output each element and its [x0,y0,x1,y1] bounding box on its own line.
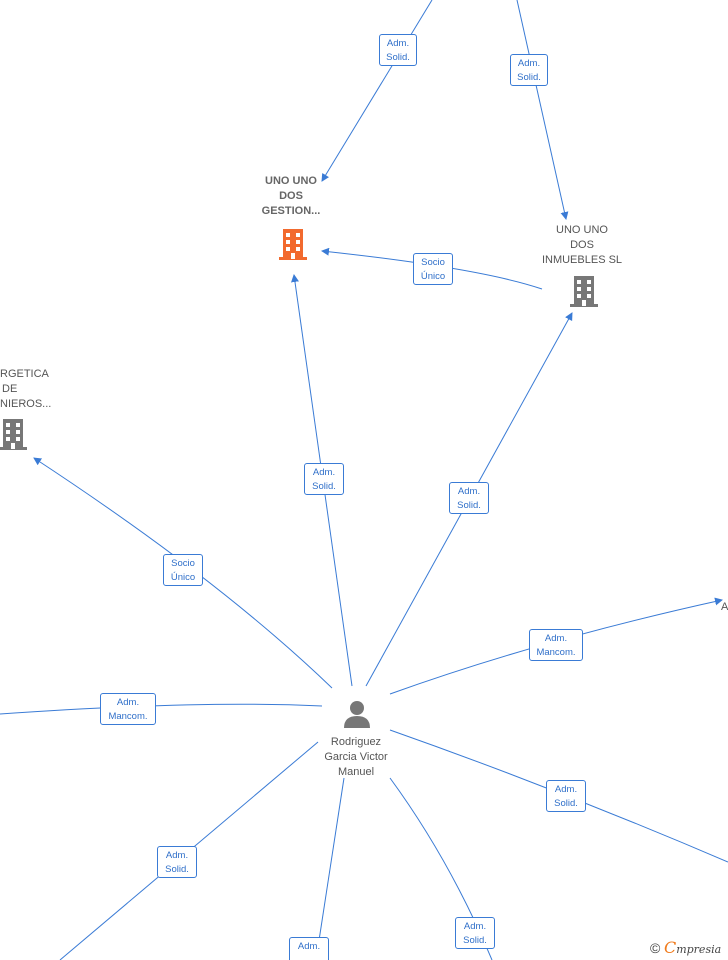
relation-line: Adm. [457,486,481,497]
building-icon[interactable] [0,416,30,452]
relation-badge-top-left[interactable]: Adm. Solid. [379,34,417,66]
brand-logo-initial: C [663,938,677,957]
relation-badge-solid-bottom-right[interactable]: Adm. Solid. [455,917,495,949]
edge-left-to-person [0,703,323,715]
relation-line: Único [170,572,196,583]
company-label-inmuebles[interactable]: UNO UNO DOS INMUEBLES SL [532,223,632,268]
person-line-3: Manuel [337,766,375,778]
relation-badge-person-gestion[interactable]: Adm. Solid. [304,463,344,495]
edge-top-left-to-gestion [321,0,433,182]
company-gestion-line-1: UNO UNO [265,175,317,187]
brand-logo-text: mpresia [676,943,722,956]
company-energetica-line-3: NIEROS... [0,398,52,410]
relation-badge-socio-energetica[interactable]: Socio Único [163,554,203,586]
relation-line: Adm. [463,921,487,932]
relation-badge-socio-inmuebles[interactable]: Socio Único [413,253,453,285]
company-label-gestion[interactable]: UNO UNO DOS GESTION... [250,174,332,219]
relation-line: Adm. [386,38,410,49]
person-line-2: Garcia Victor [324,751,388,763]
relation-badge-mancom-left[interactable]: Adm. Mancom. [100,693,156,725]
relation-badge-top-right[interactable]: Adm. Solid. [510,54,548,86]
relation-line: Mancom. [536,647,576,658]
relation-line: Solid. [457,500,481,511]
relation-line: Mancom. [108,711,148,722]
person-label[interactable]: Rodriguez Garcia Victor Manuel [306,735,406,780]
relation-line: Único [420,271,446,282]
building-icon[interactable] [567,273,601,309]
company-inmuebles-line-2: DOS [570,239,594,251]
relation-line: Adm. [517,58,541,69]
company-gestion-line-3: GESTION... [261,205,321,217]
relation-badge-mancom-right[interactable]: Adm. Mancom. [529,629,583,661]
company-label-energetica[interactable]: RGETICA DE NIEROS... [0,367,52,412]
copyright-symbol: © [650,940,661,956]
relation-line: Adm. [165,850,189,861]
relation-line: Adm. [297,941,321,952]
person-line-1: Rodriguez [330,736,382,748]
node-label-right-cut[interactable]: A [721,600,728,615]
edge-person-to-bottom [315,777,345,960]
person-icon[interactable] [341,698,373,730]
edge-top-right-to-inmuebles [516,0,569,220]
relation-badge-solid-right[interactable]: Adm. Solid. [546,780,586,812]
relation-line: Solid. [386,52,410,63]
relation-line: Adm. [554,784,578,795]
relation-line: Socio [171,558,195,569]
relation-line: Solid. [312,481,336,492]
relation-line: Adm. [116,697,140,708]
company-energetica-line-2: DE [2,383,18,395]
company-inmuebles-line-1: UNO UNO [556,224,608,236]
relation-badge-solid-bottom[interactable]: Adm. [289,937,329,960]
relation-line: Solid. [554,798,578,809]
company-gestion-line-2: DOS [279,190,303,202]
relation-line: Adm. [544,633,568,644]
node-right-line-1: A [721,601,728,613]
relation-line: Socio [421,257,445,268]
relation-badge-person-inmuebles[interactable]: Adm. Solid. [449,482,489,514]
brand-watermark: © Cmpresia [650,938,721,957]
relation-line: Adm. [312,467,336,478]
relation-line: Solid. [463,935,487,946]
relation-badge-solid-bottom-left[interactable]: Adm. Solid. [157,846,197,878]
relation-line: Solid. [165,864,189,875]
building-icon[interactable] [276,226,310,262]
company-inmuebles-line-3: INMUEBLES SL [541,254,623,266]
relation-line: Solid. [517,72,541,83]
edge-inmuebles-to-gestion [321,247,543,290]
company-energetica-line-1: RGETICA [0,368,49,380]
